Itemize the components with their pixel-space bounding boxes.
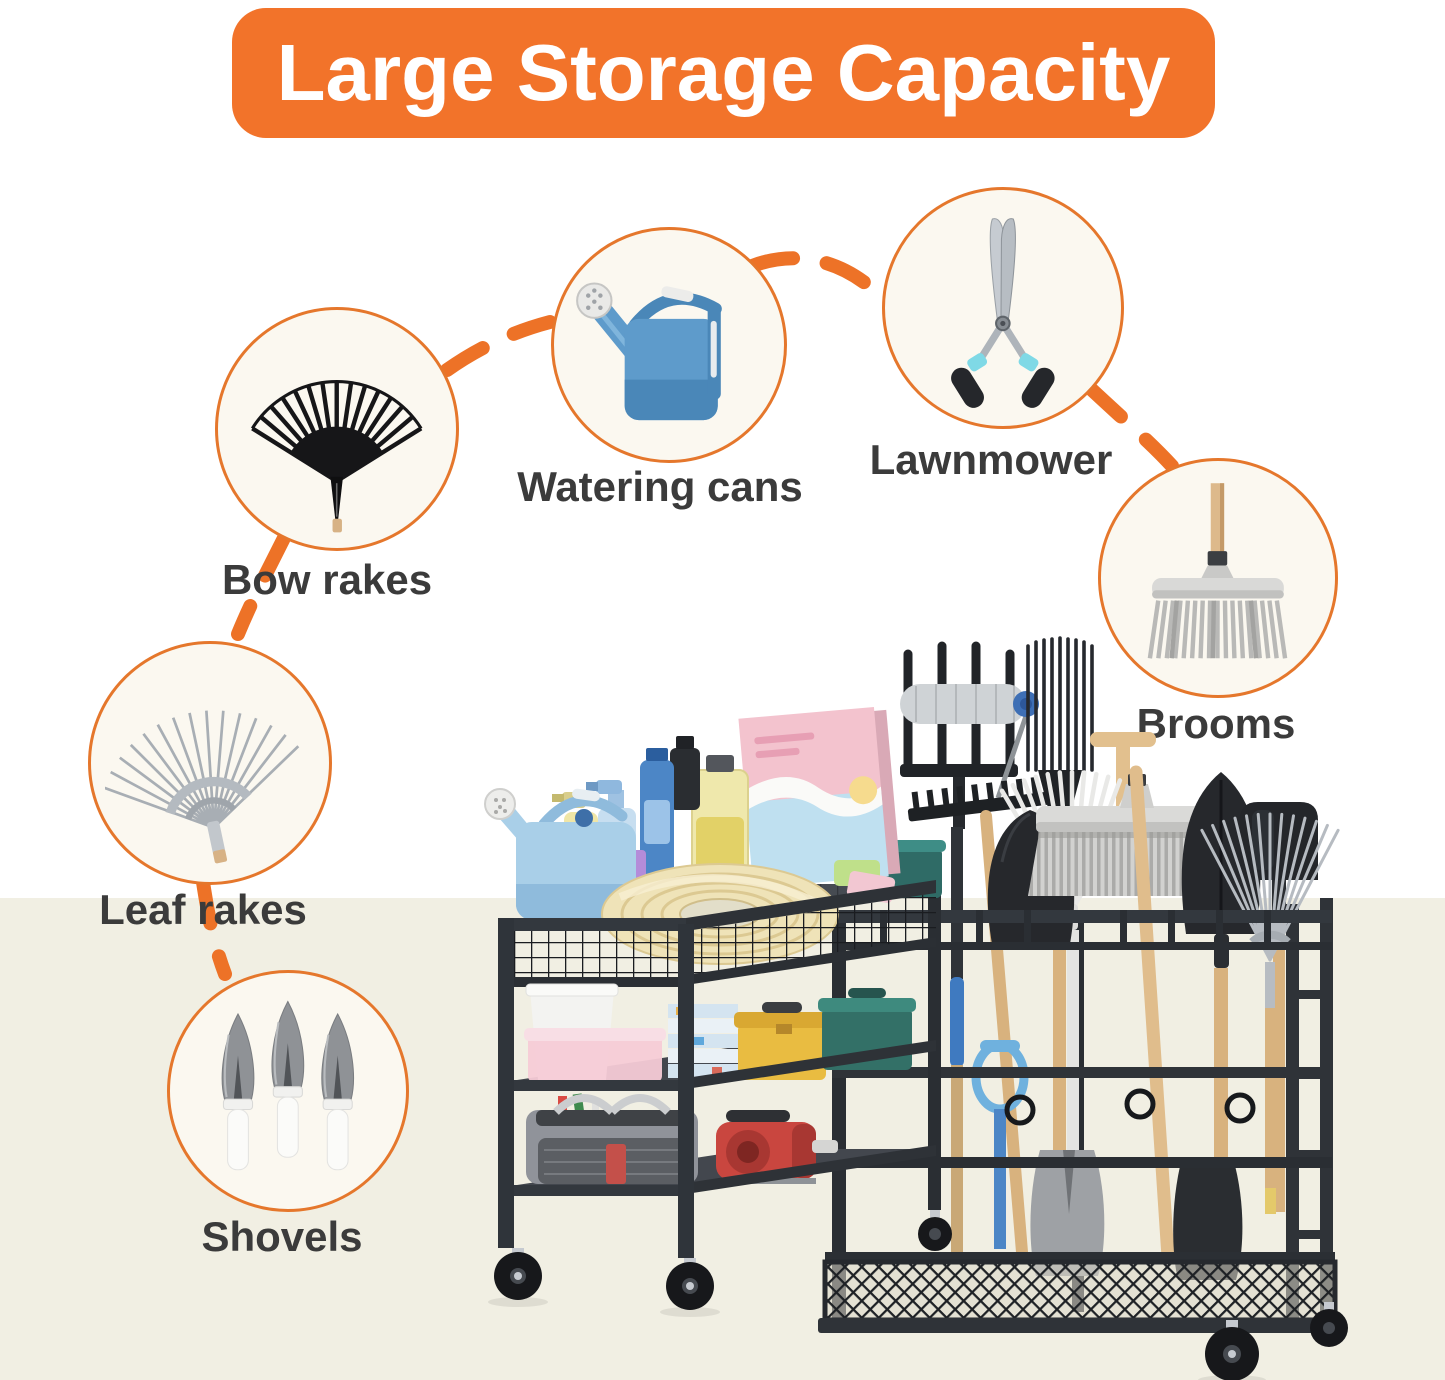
connector-watering-to-lawnmower xyxy=(745,251,891,307)
caster-wheel xyxy=(1198,1320,1266,1380)
connector-lawnmower-to-brooms xyxy=(1083,381,1179,473)
garden-trowels-icon xyxy=(221,1000,355,1171)
left-shelf-unit xyxy=(484,706,952,1317)
metal-leaf-rake-icon xyxy=(105,710,300,864)
title-banner: Large Storage Capacity xyxy=(232,8,1215,138)
bow-rakes-label: Bow rakes xyxy=(221,556,433,603)
paint-roller xyxy=(900,684,1039,799)
blue-bottle xyxy=(640,748,674,876)
brooms-circle xyxy=(1098,458,1338,698)
caster-wheel xyxy=(918,1210,952,1251)
detergent-jug xyxy=(691,755,749,879)
tool-rack xyxy=(818,636,1348,1380)
connector-bow-to-leaf xyxy=(231,531,291,641)
watering-cans-circle xyxy=(551,227,787,463)
caster-wheel xyxy=(488,1248,548,1307)
garden-shears-icon xyxy=(951,218,1055,409)
blue-watering-can-icon xyxy=(575,282,722,420)
watering-cans-label: Watering cans xyxy=(517,463,803,510)
leaf-rakes-label: Leaf rakes xyxy=(99,886,307,933)
pink-storage-box xyxy=(524,1028,666,1082)
shovels-label: Shovels xyxy=(201,1213,363,1260)
tool-bag xyxy=(526,1093,698,1184)
push-broom-icon xyxy=(1147,483,1288,659)
red-machine xyxy=(716,1110,838,1184)
connector-leaf-to-shovels xyxy=(196,875,232,981)
lawnmower-circle xyxy=(882,187,1124,429)
bow-rakes-circle xyxy=(215,307,459,551)
shovels-circle xyxy=(167,970,409,1212)
mesh-tray xyxy=(818,1252,1338,1333)
tool-cart-illustration xyxy=(484,636,1348,1380)
connector-bow-to-watering xyxy=(440,315,557,377)
brooms-label: Brooms xyxy=(1136,700,1296,747)
hanging-gray-blade xyxy=(1030,1150,1105,1276)
black-fan-rake-icon xyxy=(251,380,423,533)
dark-bottle xyxy=(670,736,700,810)
caster-wheel xyxy=(660,1258,720,1317)
lawnmower-label: Lawnmower xyxy=(869,436,1113,483)
caster-wheel xyxy=(1310,1302,1348,1347)
banner-title: Large Storage Capacity xyxy=(276,28,1171,117)
leaf-rakes-circle xyxy=(88,641,332,885)
watering-can-item xyxy=(484,788,636,921)
hanging-black-blade xyxy=(1173,1158,1243,1280)
